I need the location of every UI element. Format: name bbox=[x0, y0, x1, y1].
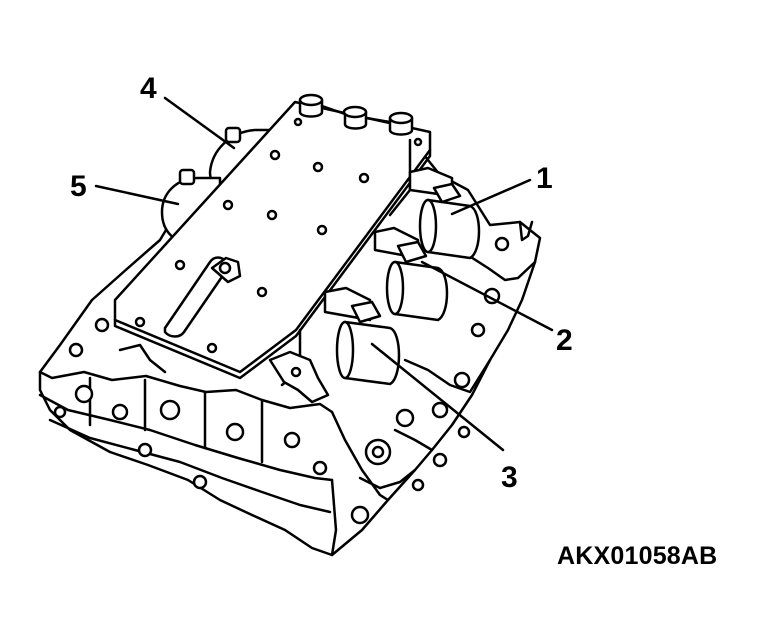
solenoid-2 bbox=[373, 226, 449, 322]
top-bolts bbox=[298, 93, 414, 136]
figure-code: AKX01058AB bbox=[557, 542, 718, 570]
solenoid-3 bbox=[323, 286, 401, 386]
plate-holes bbox=[134, 117, 423, 354]
leader-3 bbox=[370, 342, 505, 452]
casting-holes bbox=[53, 236, 510, 525]
callout-2: 2 bbox=[556, 324, 573, 357]
callout-3: 3 bbox=[501, 461, 518, 494]
solenoid-1 bbox=[408, 166, 481, 260]
leader-1 bbox=[450, 178, 532, 216]
callout-5: 5 bbox=[70, 170, 87, 203]
leader-lines bbox=[94, 96, 554, 452]
plate-clip bbox=[210, 256, 242, 284]
leader-4 bbox=[163, 96, 236, 150]
callout-1: 1 bbox=[536, 162, 553, 195]
leader-2 bbox=[420, 260, 554, 332]
leader-5 bbox=[94, 184, 180, 206]
front-bracket bbox=[268, 350, 330, 404]
callout-4: 4 bbox=[140, 72, 157, 105]
